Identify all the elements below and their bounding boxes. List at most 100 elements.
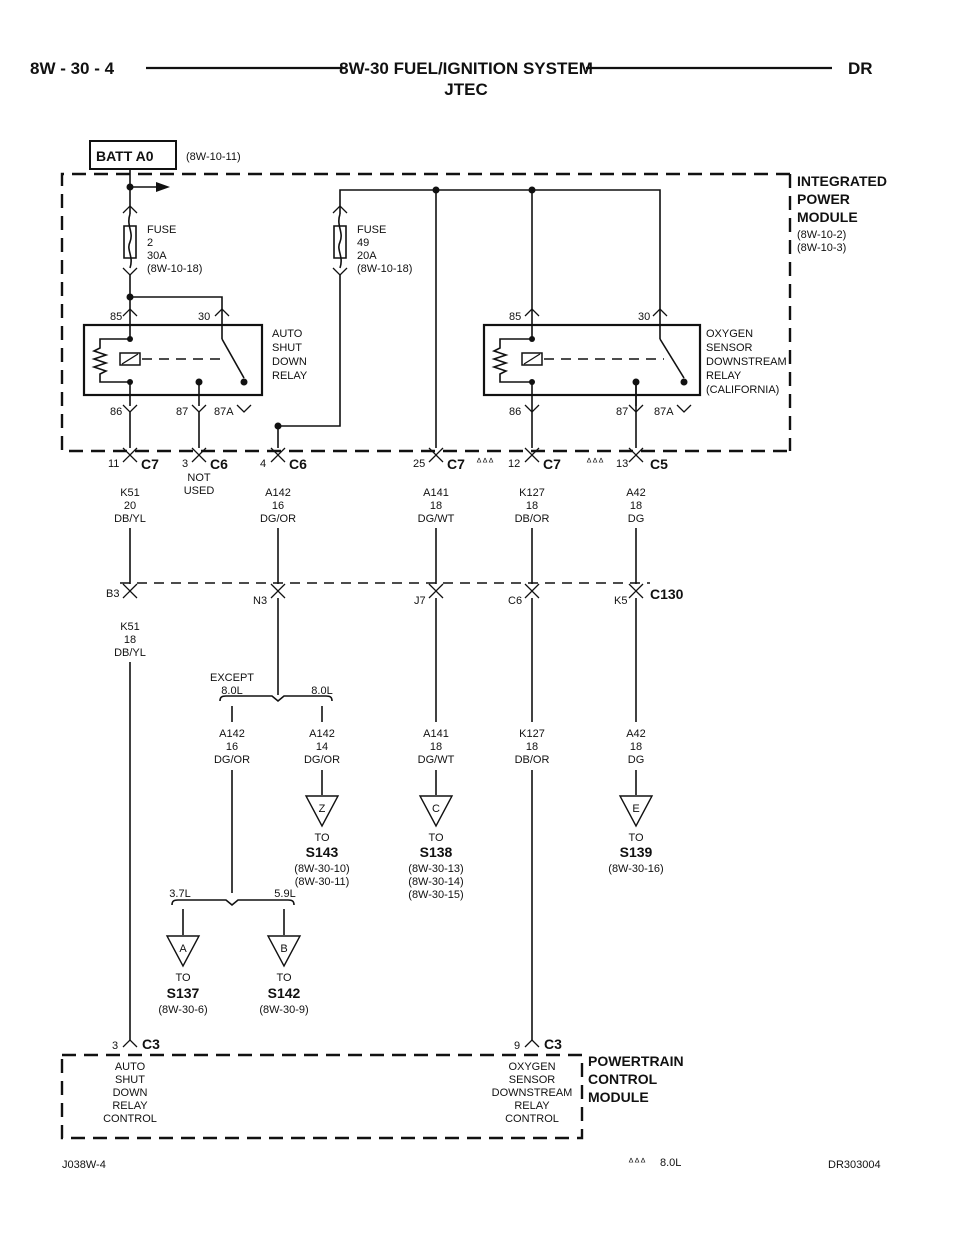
branch2-right: 5.9L [274, 888, 295, 900]
asd-pin85-terminal [122, 308, 138, 317]
conn-c6-3-symbol [191, 447, 207, 463]
pcm-asd-label-5: CONTROL [103, 1113, 157, 1125]
a42-circuit: A42 [626, 487, 646, 499]
splice-c-triangle-icon [418, 795, 454, 828]
fuse49-label-1: FUSE [357, 224, 386, 236]
o2-coil-dot-1 [529, 336, 535, 342]
asd-pin30: 30 [198, 311, 210, 323]
arrow-right-icon [156, 182, 170, 192]
splice-c-name: S138 [420, 844, 453, 860]
a141-circuit: A141 [423, 487, 449, 499]
pcm-o2-label-2: SENSOR [509, 1074, 556, 1086]
splice-b-letter: B [280, 943, 287, 955]
fuse2-label-2: 2 [147, 237, 153, 249]
asd-pin87: 87 [176, 406, 188, 418]
footer-drawing-number: DR303004 [828, 1159, 881, 1171]
o2-switch-blade [659, 338, 685, 379]
a142-branch-bracket [219, 695, 333, 703]
fuse2-label-3: 30A [147, 250, 167, 262]
a141-lower-color: DG/WT [418, 754, 455, 766]
splice-c-ref-1: (8W-30-13) [408, 863, 463, 875]
fuse49-body [333, 225, 347, 259]
conn-c6-4-symbol [270, 447, 286, 463]
o2-contact-87a [680, 378, 688, 386]
fuse2-bottom-terminal [122, 267, 138, 276]
asd-contact-87a [240, 378, 248, 386]
k51-18-gauge: 18 [124, 634, 136, 646]
splice-b-ref: (8W-30-9) [259, 1004, 308, 1016]
branch1-left-2: 8.0L [221, 685, 242, 697]
k51-18-color: DB/YL [114, 647, 146, 659]
splice-z-name: S143 [306, 844, 339, 860]
fuse49-bottom-terminal [332, 267, 348, 276]
c130-pin-n3: N3 [253, 595, 267, 607]
upper-wire-labels: K51 20 DB/YL A142 16 DG/OR A141 18 DG/WT… [114, 487, 646, 525]
pcm-asd-label-1: AUTO [115, 1061, 146, 1073]
splice-e-ref: (8W-30-16) [608, 863, 663, 875]
o2-pin85: 85 [509, 311, 521, 323]
c130-pin-b3: B3 [106, 588, 119, 600]
a142-16-color: DG/OR [260, 513, 296, 525]
branch1-right: 8.0L [311, 685, 332, 697]
o2-relay-name-4: RELAY [706, 370, 742, 382]
asd-relay-name-4: RELAY [272, 370, 308, 382]
footer-note-marker: ᐞᐞᐞ [628, 1157, 646, 1169]
splice-z-ref-2: (8W-30-11) [295, 876, 350, 888]
splice-e-letter: E [632, 803, 639, 815]
conn-c7-11-name: C7 [141, 456, 159, 472]
asd-pin87a-terminal [236, 404, 252, 413]
asd-pin30-terminal [214, 308, 230, 317]
a42-gauge: 18 [630, 500, 642, 512]
k51-18-circuit: K51 [120, 621, 140, 633]
fuse49-top-terminal [332, 205, 348, 214]
o2-relay-box [482, 323, 702, 397]
pcm-pin9: 9 [514, 1040, 520, 1052]
c130-pin-c6: C6 [508, 595, 522, 607]
pcm-title-3: MODULE [588, 1089, 649, 1105]
c130-pin-k5: K5 [614, 595, 627, 607]
o2-coil-slash [523, 353, 541, 365]
a142-16-gauge: 16 [272, 500, 284, 512]
a42-lower-color: DG [628, 754, 645, 766]
conn-c5-13-pin: 13 [616, 458, 628, 470]
splice-z-to: TO [314, 832, 330, 844]
splice-e-to: TO [628, 832, 644, 844]
a142-branch2-bracket [171, 899, 295, 907]
o2-relay-name-5: (CALIFORNIA) [706, 384, 779, 396]
asd-pin86: 86 [110, 406, 122, 418]
fuse49-element [338, 213, 342, 269]
splice-z-letter: Z [319, 803, 326, 815]
conn-c7-25-symbol [428, 447, 444, 463]
fuse49-label-4: (8W-10-18) [357, 263, 412, 275]
a142-16-circuit: A142 [265, 487, 291, 499]
splice-c-letter: C [432, 803, 440, 815]
batt-box [89, 140, 177, 170]
k127-lower-circuit: K127 [519, 728, 545, 740]
asd-coil-dot-1 [127, 336, 133, 342]
asd-pin87-terminal [191, 404, 207, 413]
pcm-asd-label-3: DOWN [113, 1087, 148, 1099]
conn-c5-13-name: C5 [650, 456, 668, 472]
o2-pin87: 87 [616, 406, 628, 418]
conn-c7-12-name: C7 [543, 456, 561, 472]
a141-lower-gauge: 18 [430, 741, 442, 753]
ipm-connector-row: 11 C7 3 C6 NOT USED 4 C6 25 C7 ᐞᐞᐞ 12 C7… [108, 447, 668, 497]
k127-color: DB/OR [515, 513, 550, 525]
page-number: 8W - 30 - 4 [30, 59, 115, 78]
a42-lower-circuit: A42 [626, 728, 646, 740]
footer-note: 8.0L [660, 1157, 681, 1169]
k127-gauge: 18 [526, 500, 538, 512]
c130-pin-j7: J7 [414, 595, 426, 607]
conn-c5-13-marker: ᐞᐞᐞ [586, 457, 604, 469]
conn-c7-11-pin: 11 [108, 458, 119, 470]
o2-pin85-terminal [524, 308, 540, 317]
pcm-o2-label-4: RELAY [514, 1100, 550, 1112]
fuse49-out-wire [277, 275, 341, 448]
conn-c6-3-note-2: USED [184, 485, 215, 497]
pcm-asd-label-2: SHUT [115, 1074, 145, 1086]
asd-relay-box [82, 323, 264, 397]
a142-ipm-dot [274, 422, 282, 430]
k127-lower-color: DB/OR [515, 754, 550, 766]
branch2-left: 3.7L [169, 888, 190, 900]
ipm-title-3: MODULE [797, 209, 858, 225]
